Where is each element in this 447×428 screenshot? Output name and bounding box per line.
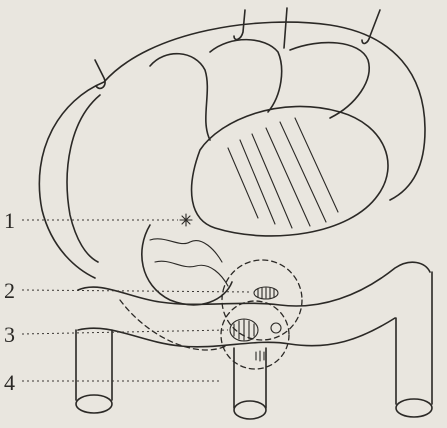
dashed-path <box>120 300 228 350</box>
colon-center-tube <box>234 348 266 408</box>
transverse-colon-lower <box>78 318 395 347</box>
duodenum <box>142 225 232 305</box>
callout-label-1: 1 <box>4 208 15 233</box>
small-circle <box>271 323 281 333</box>
callout-label-2: 2 <box>4 278 15 303</box>
colon-right-opening <box>396 399 432 417</box>
star-mark <box>180 214 192 226</box>
omentum-inner <box>67 95 100 262</box>
hatched-mark-upper <box>254 287 278 299</box>
omentum-outline <box>39 22 425 278</box>
leader-line-2 <box>22 290 252 292</box>
hook-center <box>284 8 287 48</box>
pancreas-texture <box>150 239 228 286</box>
stomach-body <box>192 106 388 235</box>
colon-center-opening <box>234 401 266 419</box>
transverse-colon <box>78 262 430 306</box>
stomach-folds <box>228 118 338 228</box>
hatched-mark-middle <box>230 319 258 341</box>
colon-left-opening <box>76 395 112 413</box>
callout-label-3: 3 <box>4 322 15 347</box>
hook-right <box>362 10 380 43</box>
colon-left-tube <box>76 330 112 400</box>
liver-lobe-left <box>150 54 210 140</box>
liver-lobe-center <box>210 40 282 112</box>
hatched-mark-lower <box>256 351 264 361</box>
callout-label-4: 4 <box>4 370 15 395</box>
colon-right-tube <box>396 272 432 404</box>
